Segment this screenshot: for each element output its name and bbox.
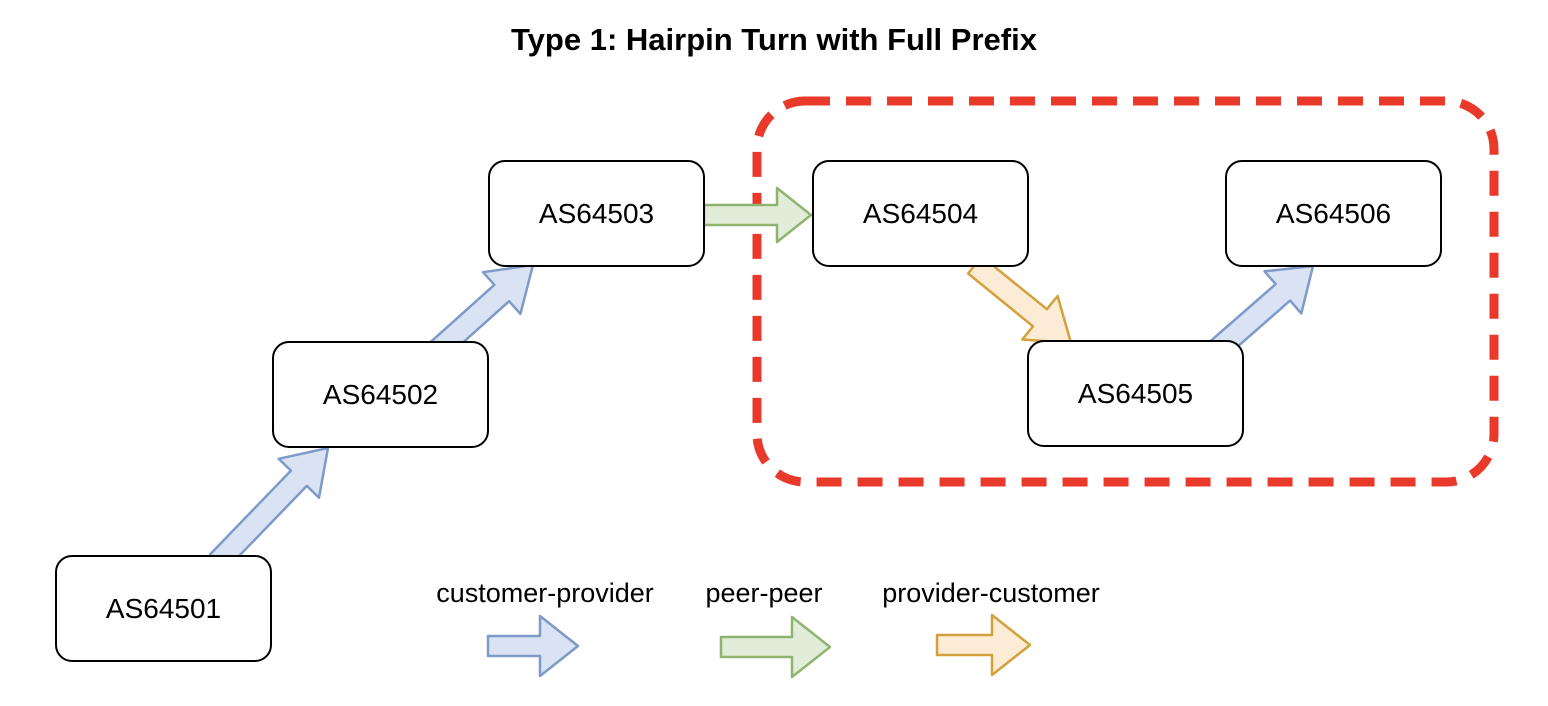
node-label: AS64502 xyxy=(322,378,439,410)
legend-label-peer-peer: peer-peer xyxy=(705,578,823,608)
node-as64504: AS64504 xyxy=(812,160,1029,267)
legend-arrow-peer-peer xyxy=(719,615,832,679)
diagram-title: Type 1: Hairpin Turn with Full Prefix xyxy=(511,22,1037,57)
edge-as64504-as64505-arrow xyxy=(966,255,1073,345)
node-label: AS64505 xyxy=(1077,377,1194,409)
node-as64503: AS64503 xyxy=(488,160,705,267)
node-label: AS64501 xyxy=(105,592,222,624)
node-label: AS64503 xyxy=(538,197,655,229)
node-as64502: AS64502 xyxy=(272,341,489,448)
legend-label-provider-customer: provider-customer xyxy=(882,578,1100,608)
node-as64506: AS64506 xyxy=(1225,160,1442,267)
edge-as64503-as64504-arrow xyxy=(702,186,813,244)
edge-as64501-as64502-arrow xyxy=(208,446,330,571)
legend-arrow-provider-customer xyxy=(935,613,1032,677)
node-label: AS64506 xyxy=(1275,197,1392,229)
node-as64501: AS64501 xyxy=(55,555,272,662)
legend-arrow-customer-provider xyxy=(486,614,580,678)
legend-label-customer-provider: customer-provider xyxy=(436,578,654,608)
node-label: AS64504 xyxy=(862,197,979,229)
node-as64505: AS64505 xyxy=(1027,340,1244,447)
